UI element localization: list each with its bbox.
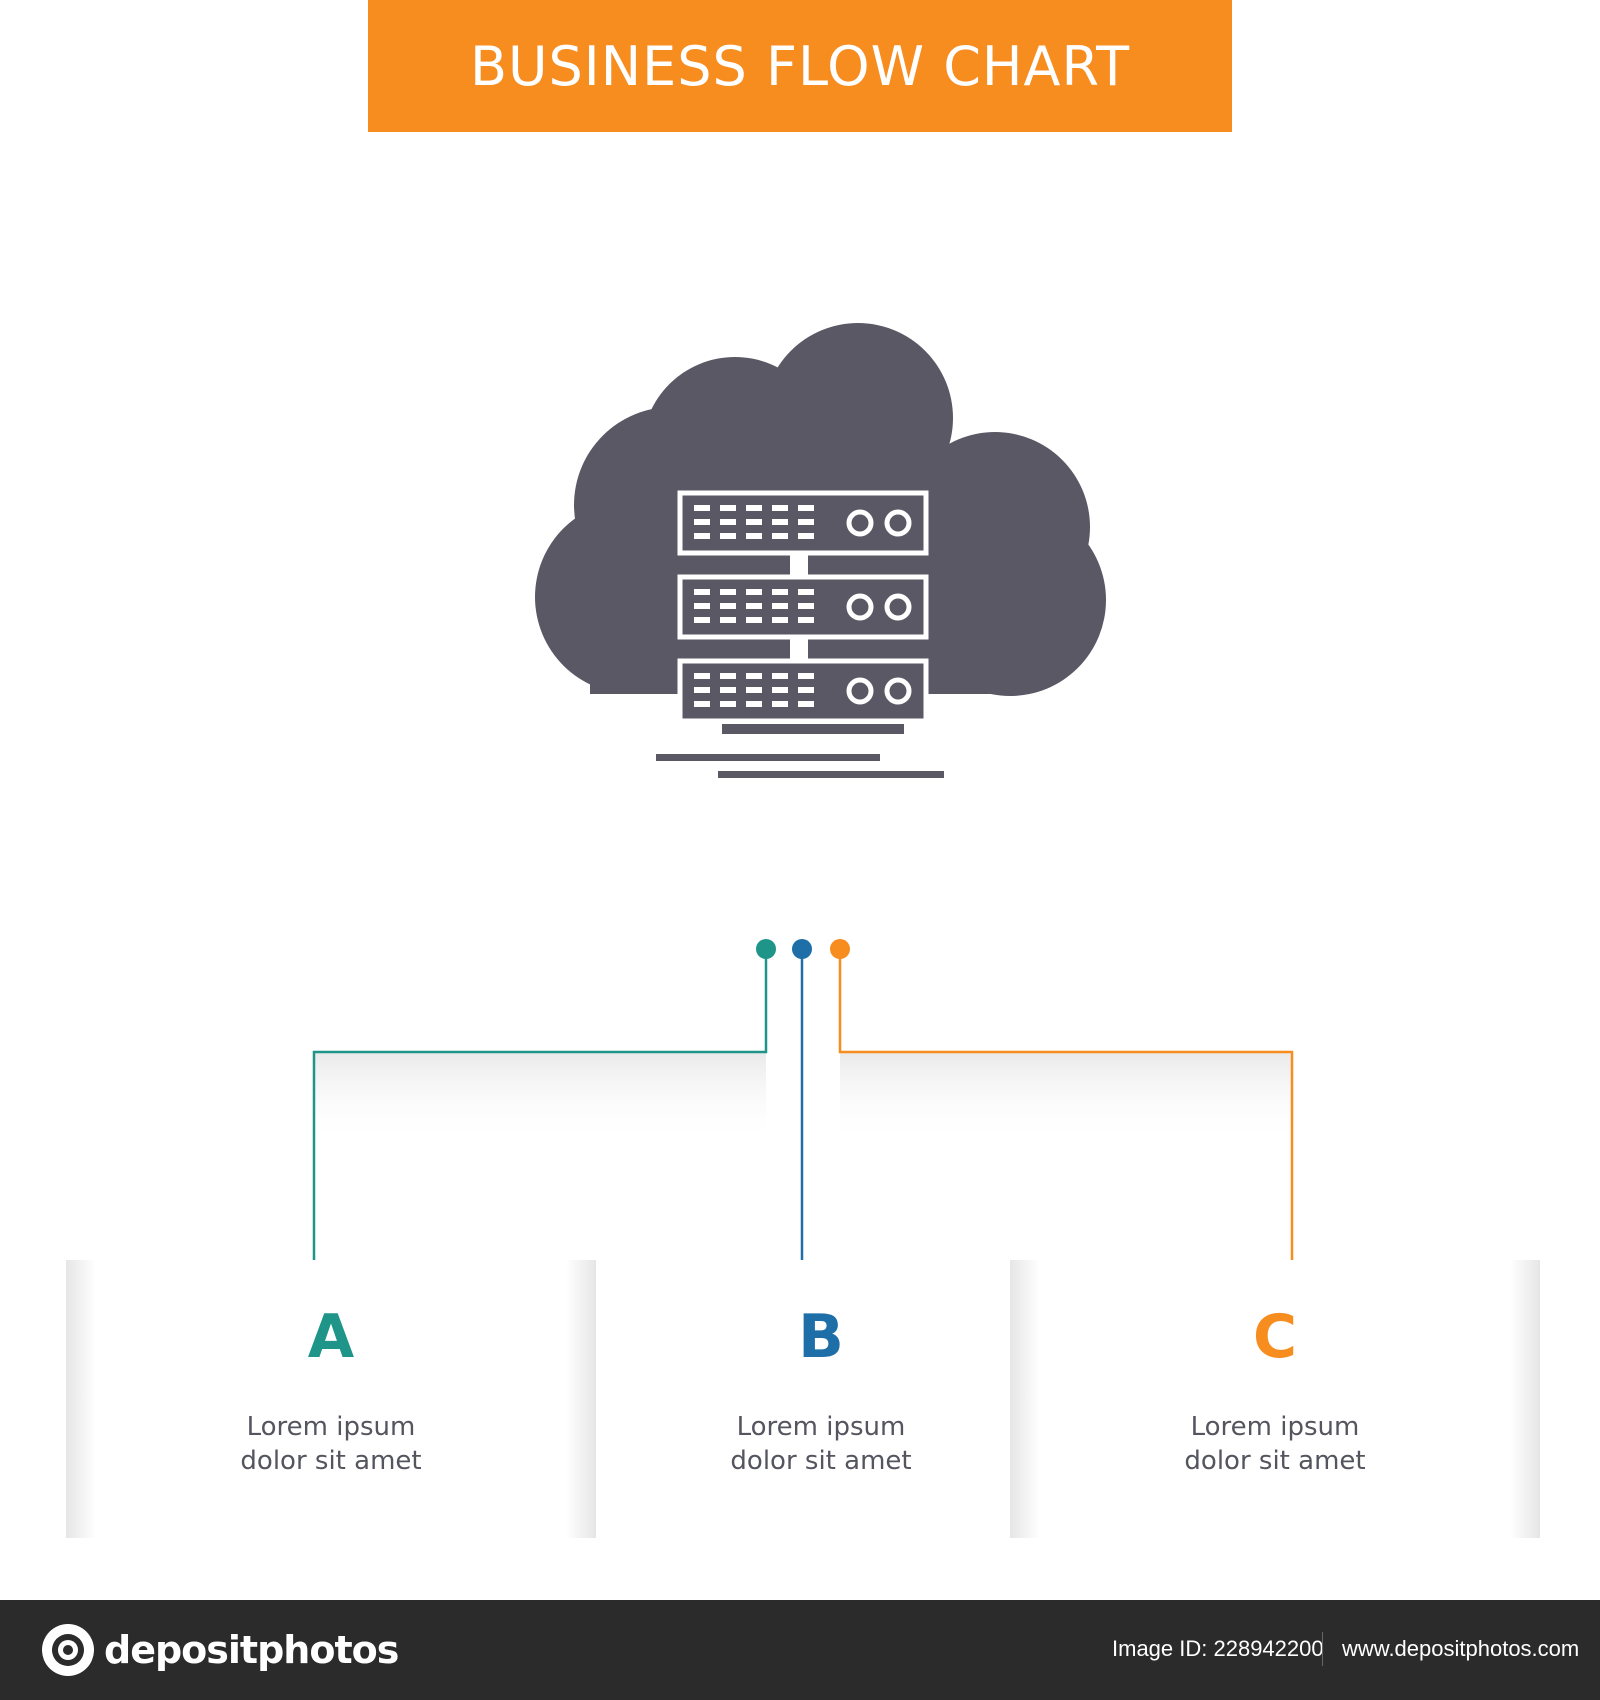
footer-bar: depositphotos Image ID: 228942200 www.de… — [0, 1600, 1600, 1700]
footer-divider — [1322, 1632, 1323, 1666]
footer-logo-text: depositphotos — [104, 1628, 399, 1672]
connector-dot-b — [792, 939, 812, 959]
step-text-a: Lorem ipsum dolor sit amet — [240, 1412, 422, 1476]
step-letter-a: A — [307, 1302, 355, 1372]
footer-url[interactable]: www.depositphotos.com — [1342, 1636, 1580, 1661]
title-banner: BUSINESS FLOW CHART — [368, 0, 1232, 132]
server-rack-icon — [677, 490, 929, 724]
step-text-b: Lorem ipsum dolor sit amet — [730, 1412, 912, 1476]
step-text-c: Lorem ipsum dolor sit amet — [1184, 1412, 1366, 1476]
connector-c — [838, 949, 1294, 1276]
base-lines — [656, 724, 944, 778]
cloud-server-icon — [535, 323, 1106, 696]
connector-dot-a — [756, 939, 776, 959]
footer-logo[interactable]: depositphotos — [40, 1622, 399, 1678]
page-title: BUSINESS FLOW CHART — [469, 34, 1131, 98]
step-letter-b: B — [798, 1302, 844, 1372]
image-id: Image ID: 228942200 — [1112, 1636, 1324, 1661]
step-panel-c: C Lorem ipsum dolor sit amet — [1010, 1260, 1540, 1538]
connector-dot-c — [830, 939, 850, 959]
connector-a — [312, 949, 768, 1276]
camera-lens-icon — [42, 1624, 94, 1676]
step-letter-c: C — [1252, 1302, 1298, 1372]
step-panel-a: A Lorem ipsum dolor sit amet — [66, 1260, 596, 1538]
step-panel-b: B Lorem ipsum dolor sit amet — [556, 1260, 1086, 1538]
